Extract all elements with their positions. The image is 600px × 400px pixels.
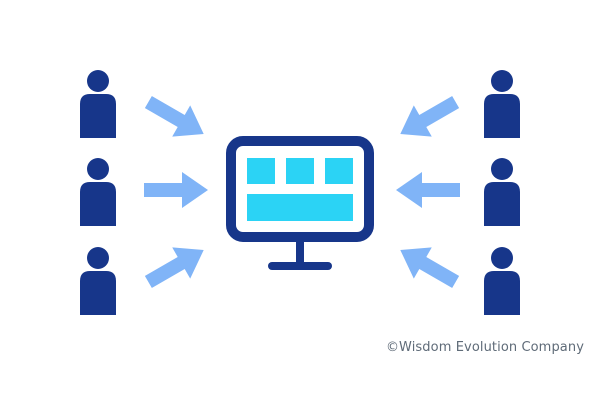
arrow-icon-left-2: [144, 172, 208, 208]
monitor-screen: [226, 136, 374, 242]
person-icon-left-2: [80, 158, 116, 226]
arrow-icon-left-3: [139, 234, 213, 298]
person-icon-left-3: [80, 247, 116, 315]
screen-panel-1: [247, 158, 275, 184]
person-icon-right-3: [484, 247, 520, 315]
arrow-icon-left-1: [139, 86, 213, 150]
arrow-icon-right-1: [391, 86, 465, 150]
arrow-icon-right-2: [396, 172, 460, 208]
monitor-neck: [296, 240, 304, 266]
person-icon-right-2: [484, 158, 520, 226]
screen-panel-wide: [247, 194, 353, 221]
person-icon-left-1: [80, 70, 116, 138]
person-icon-right-1: [484, 70, 520, 138]
screen-panel-2: [286, 158, 314, 184]
screen-panel-3: [325, 158, 353, 184]
monitor-icon: [226, 136, 374, 270]
monitor-base: [268, 262, 332, 270]
arrow-icon-right-3: [391, 234, 465, 298]
copyright-credit: ©Wisdom Evolution Company: [385, 340, 584, 355]
